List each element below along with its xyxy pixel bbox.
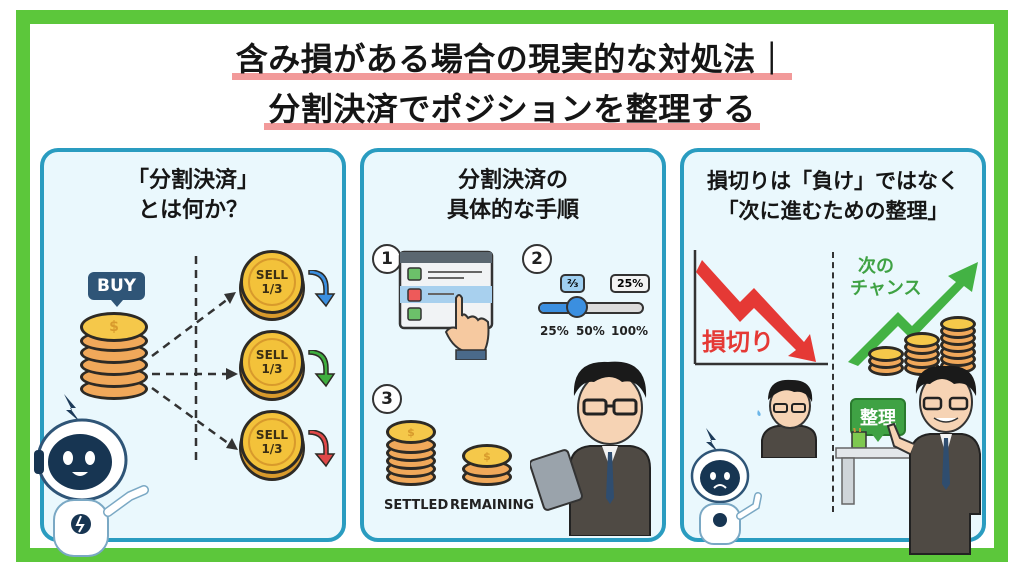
slider-tick-50: 50% [576,324,605,338]
desk-with-pencil-cup-icon [835,428,933,505]
panel-title-line2: 「次に進むための整理」 [717,199,949,223]
robot-mascot-worried-icon [690,428,762,545]
down-arrow-red-icon [308,430,336,468]
worried-businessman-icon [757,379,817,458]
next-chance-line1: 次の [858,256,894,277]
coin-stack-icon: $ [80,312,148,402]
page-title-line1: 含み損がある場合の現実的な対処法｜ [0,34,1024,80]
title-text-1: 含み損がある場合の現実的な対処法｜ [231,34,793,80]
remaining-label: REMAINING [450,498,534,513]
robot-mascot-pointing-icon [34,394,149,557]
slider-handle[interactable] [566,296,588,318]
buy-badge: BUY [88,272,146,307]
position-slider-track[interactable] [538,302,644,314]
settled-coin-stack-icon: $ [386,418,454,488]
panel-title-line1: 分割決済の [457,168,568,193]
panel-title: 損切りは「負け」ではなく 「次に進むための整理」 [684,166,982,226]
step-number-1: 1 [372,244,402,274]
page-title-line2: 分割決済でポジションを整理する [0,84,1024,130]
gain-up-arrow-icon [848,262,978,366]
step-number-3: 3 [372,384,402,414]
divider-dashed [832,252,834,512]
panel-concrete-steps: 分割決済の 具体的な手順 1 2 ⅔ 25% 25% 50% 100% 3 $ … [360,148,666,542]
slider-tooltip-active: ⅔ [560,274,586,293]
order-list-window-icon [398,250,494,360]
loss-cut-label: 損切り [702,328,774,356]
panel-title-line2: とは何か？ [137,198,248,223]
settled-label: SETTLED [384,498,449,513]
next-chance-label: 次の チャンス [850,256,921,300]
loss-chart-down-arrow-icon [693,250,828,366]
slider-tooltip-value: 25% [610,274,651,293]
panel-stop-loss-mindset: 損切りは「負け」ではなく 「次に進むための整理」 損切り 次の チャンス [680,148,986,555]
panel-title: 分割決済の 具体的な手順 [364,166,662,226]
businessman-with-tablet-icon [530,361,651,536]
split-arrows-icon [151,256,238,462]
down-arrow-green-icon [308,350,336,388]
down-arrow-blue-icon [308,270,336,308]
remaining-coin-stack-icon: $ [462,444,530,488]
confident-businessman-thumbs-up-icon [886,365,981,555]
step-number-2: 2 [522,244,552,274]
slider-tick-100: 100% [611,324,649,338]
title-text-2: 分割決済でポジションを整理する [264,84,760,130]
next-chance-line2: チャンス [850,278,922,299]
panel-title: 「分割決済」 とは何か？ [44,166,342,226]
panel-title-line1: 損切りは「負け」ではなく [707,169,959,193]
slider-tick-25: 25% [540,324,569,338]
panel-title-line2: 具体的な手順 [446,198,579,223]
panel-title-line1: 「分割決済」 [126,168,259,193]
